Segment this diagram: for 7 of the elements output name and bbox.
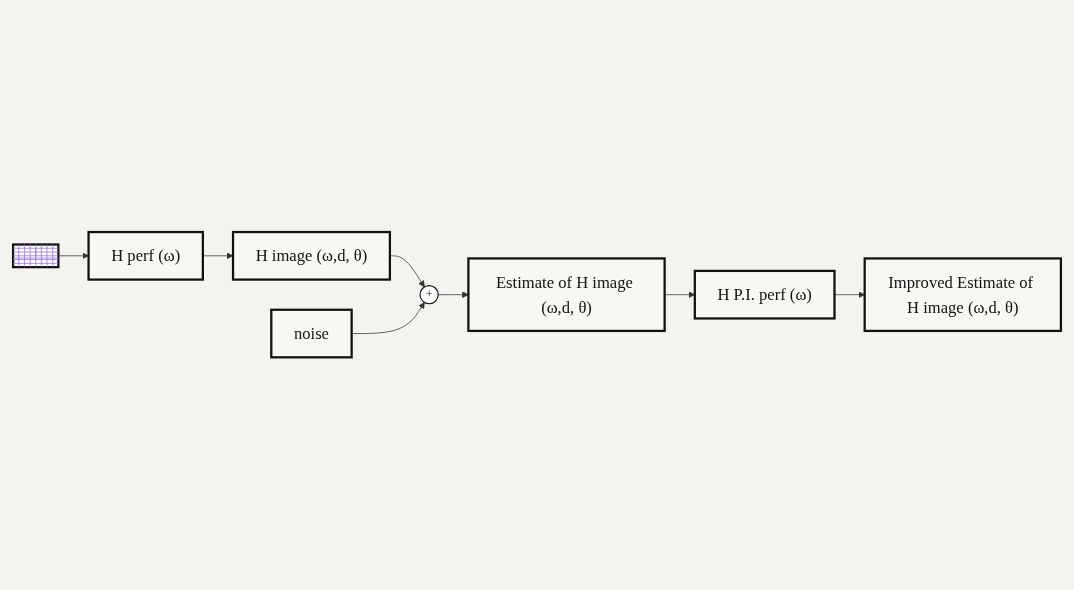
node-circle: + bbox=[419, 285, 439, 305]
node-box: noise bbox=[270, 308, 353, 359]
node-box: H image (ω,d, θ) bbox=[231, 231, 391, 282]
node-box: Estimate of H image (ω,d, θ) bbox=[467, 257, 666, 333]
node-box: Improved Estimate of H image (ω,d, θ) bbox=[863, 257, 1063, 333]
node-box: H perf (ω) bbox=[87, 231, 204, 282]
node-box: H P.I. perf (ω) bbox=[693, 270, 836, 320]
